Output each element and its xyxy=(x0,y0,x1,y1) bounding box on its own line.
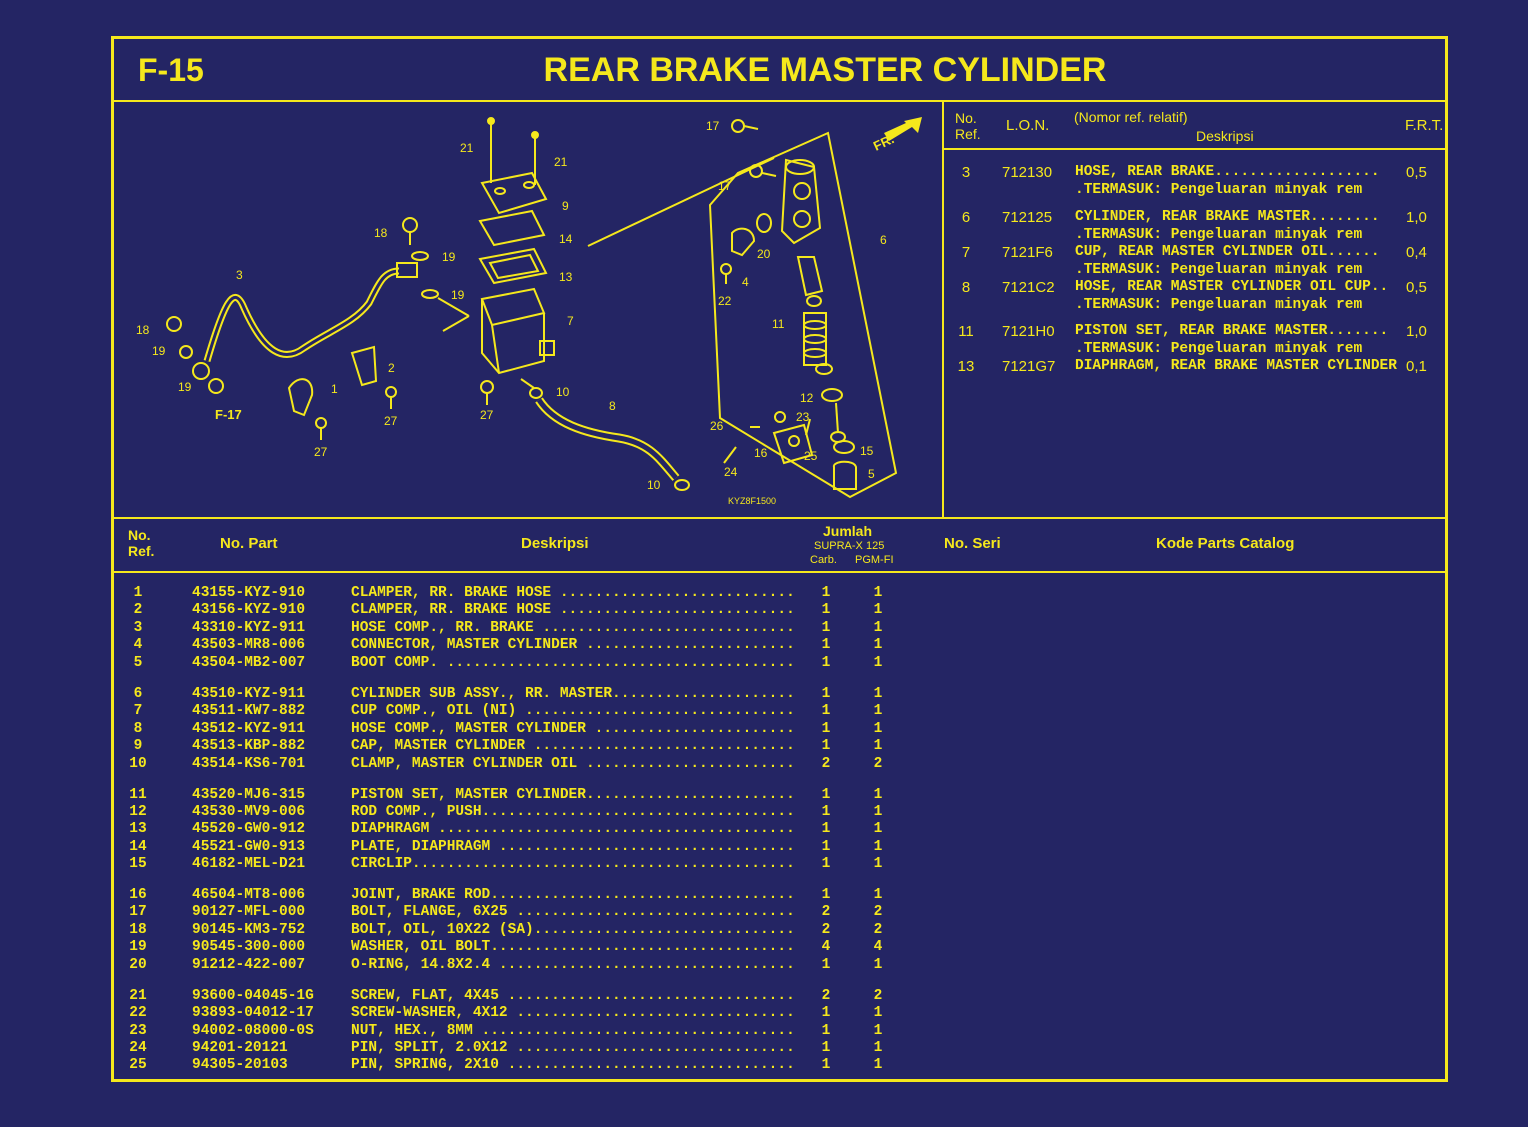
callout: 27 xyxy=(384,414,398,428)
frt-row: 3 712130 HOSE, REAR BRAKE...............… xyxy=(961,164,1427,198)
callout: 27 xyxy=(314,445,328,459)
callout: 8 xyxy=(609,399,616,413)
callout: 11 xyxy=(772,317,785,331)
parts-header-part: No. Part xyxy=(220,535,278,552)
callout: 4 xyxy=(742,275,749,289)
callout: 17 xyxy=(718,179,732,193)
callout: 6 xyxy=(880,233,887,247)
parts-header-carb: Carb. xyxy=(810,554,837,566)
callout: 22 xyxy=(718,294,732,308)
callout: 24 xyxy=(724,465,738,479)
parts-header-catalog: Kode Parts Catalog xyxy=(1156,535,1295,552)
page-title: REAR BRAKE MASTER CYLINDER xyxy=(543,51,1107,89)
callout: 5 xyxy=(868,467,875,481)
parts-header-qty: Jumlah xyxy=(823,523,873,539)
header-divider xyxy=(114,100,1448,102)
diagram-divider xyxy=(114,517,1448,519)
parts-header-serial: No. Seri xyxy=(944,535,1001,552)
callout: 19 xyxy=(442,250,456,264)
frt-header-ref: No. Ref. xyxy=(955,110,981,142)
callout: 3 xyxy=(236,268,243,282)
callout: 27 xyxy=(480,408,494,422)
parts-header-divider xyxy=(114,571,1448,573)
frt-row: 7 7121F6 CUP, REAR MASTER CYLINDER OIL..… xyxy=(961,244,1427,278)
callout: 19 xyxy=(451,288,465,302)
parts-header-pgmfi: PGM-FI xyxy=(855,554,894,566)
page-code: F-15 xyxy=(138,52,204,88)
callout: 23 xyxy=(796,410,810,424)
frt-header-desc: Deskripsi xyxy=(1196,128,1254,144)
frt-header-divider xyxy=(944,148,1448,150)
callout: 7 xyxy=(567,314,574,328)
callout: 21 xyxy=(460,141,474,155)
callout: 26 xyxy=(710,419,724,433)
callout: 10 xyxy=(556,385,570,399)
callout: 17 xyxy=(706,119,720,133)
callout: 14 xyxy=(559,232,573,246)
parts-header-model: SUPRA-X 125 xyxy=(814,540,885,552)
parts-header-ref: No. Ref. xyxy=(128,527,155,559)
frt-row: 13 7121G7 DIAPHRAGM, REAR BRAKE MASTER C… xyxy=(957,358,1427,375)
exploded-diagram: FR. 21 21 9 14 13 7 18 19 19 3 18 19 19 … xyxy=(136,117,922,506)
callout: 9 xyxy=(562,199,569,213)
callout: 19 xyxy=(178,380,192,394)
frt-header-lon: L.O.N. xyxy=(1006,117,1050,134)
diagram-frt-divider xyxy=(942,101,944,518)
callout: 12 xyxy=(800,391,814,405)
callout: 21 xyxy=(554,155,568,169)
frt-row: 6 712125 CYLINDER, REAR BRAKE MASTER....… xyxy=(961,209,1427,243)
callout: 19 xyxy=(152,344,166,358)
callout: 13 xyxy=(559,270,573,284)
parts-header-desc: Deskripsi xyxy=(521,535,589,552)
callout: 16 xyxy=(754,446,768,460)
callout: 15 xyxy=(860,444,874,458)
frt-row: 8 7121C2 HOSE, REAR MASTER CYLINDER OIL … xyxy=(961,279,1427,313)
callout: 18 xyxy=(136,323,150,337)
frt-header-relative-note: (Nomor ref. relatif) xyxy=(1074,109,1188,125)
drawing-code: KYZ8F1500 xyxy=(728,496,776,506)
frt-header-frt: F.R.T. xyxy=(1405,117,1444,134)
cross-reference-label: F-17 xyxy=(215,407,242,422)
callout: 25 xyxy=(804,449,818,463)
catalog-frame xyxy=(111,36,1448,1082)
callout: 20 xyxy=(757,247,771,261)
callout: 10 xyxy=(647,478,661,492)
callout: 2 xyxy=(388,361,395,375)
frt-row: 11 7121H0 PISTON SET, REAR BRAKE MASTER.… xyxy=(958,323,1427,357)
callout: 1 xyxy=(331,382,338,396)
callout: 18 xyxy=(374,226,388,240)
